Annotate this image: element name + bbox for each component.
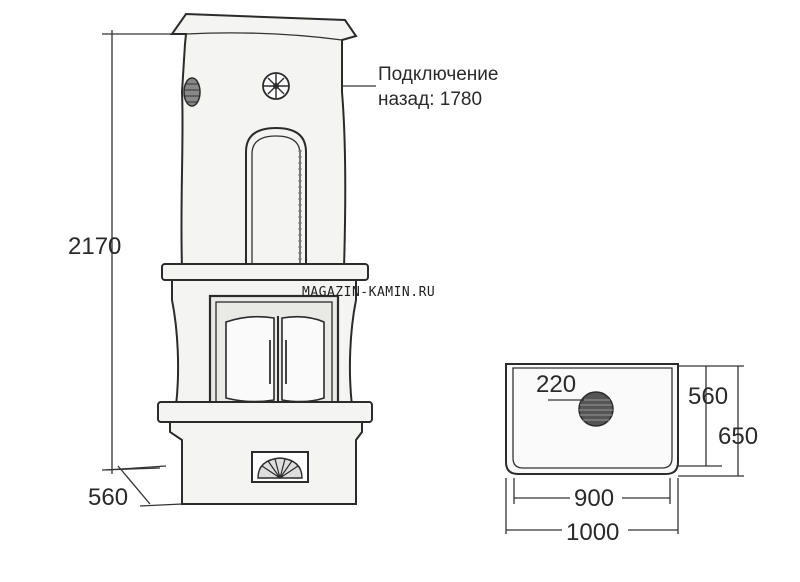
plan-width-outer-label: 1000 xyxy=(566,519,619,546)
vent-grille-icon xyxy=(183,77,201,107)
plan-width-inner-label: 900 xyxy=(574,485,614,512)
connection-note: Подключение назад: 1780 xyxy=(342,64,498,110)
arched-niche-inner xyxy=(251,135,301,268)
flue-diameter-label: 220 xyxy=(536,371,576,398)
height-dimension: 2170 xyxy=(68,30,172,474)
fire-door-left-glass xyxy=(225,315,275,403)
arched-niche xyxy=(245,126,307,268)
plan-view: 220 560 650 900 1000 xyxy=(505,363,758,546)
stove-front-view: MAGAZIN-KAMIN.RU xyxy=(157,12,435,505)
fire-door-right-glass xyxy=(281,315,325,403)
lower-ledge xyxy=(157,401,373,423)
plan-depth-inner-label: 560 xyxy=(688,383,728,410)
ash-door-fan-icon xyxy=(251,451,309,483)
plan-inner-outline xyxy=(512,367,673,469)
connection-note-line1: Подключение xyxy=(378,64,498,85)
middle-ledge xyxy=(161,263,369,281)
flue-opening xyxy=(548,391,614,427)
plan-depth-outer-label: 650 xyxy=(718,423,758,450)
connection-note-line2: назад: 1780 xyxy=(378,89,482,110)
height-label: 2170 xyxy=(68,233,121,260)
tower-cornice-line xyxy=(185,32,343,41)
watermark-text: MAGAZIN-KAMIN.RU xyxy=(302,285,435,300)
sun-emblem-icon xyxy=(262,72,290,100)
depth-dimension: 560 xyxy=(88,465,183,511)
upper-tower xyxy=(170,12,358,269)
depth-label: 560 xyxy=(88,484,128,511)
